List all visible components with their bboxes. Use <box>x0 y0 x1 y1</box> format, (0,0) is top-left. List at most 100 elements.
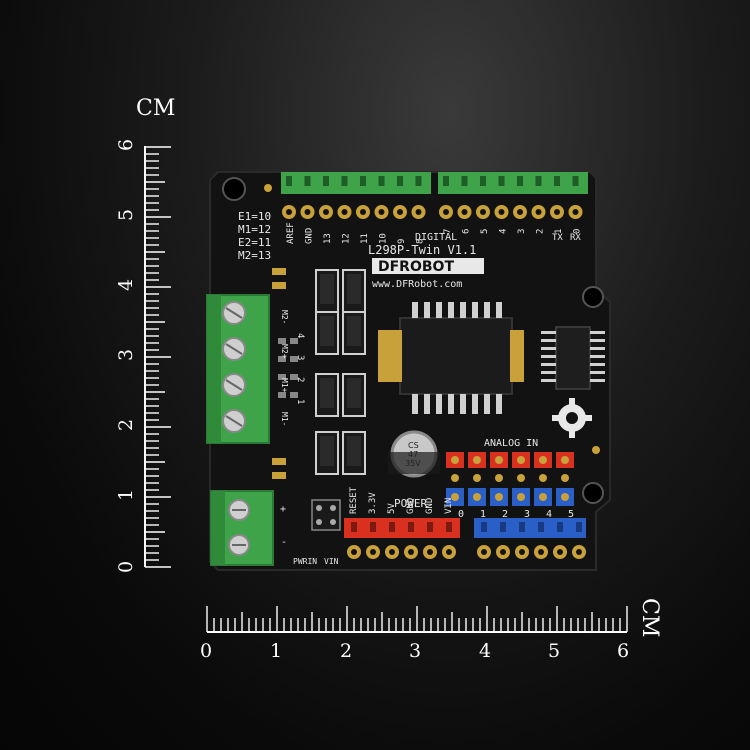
header-slot <box>538 522 544 532</box>
model-name: L298P-Twin V1.1 <box>368 243 476 257</box>
digital-pin-label: 5 <box>480 229 490 234</box>
jumper-pin <box>290 374 298 380</box>
pin-pad-hole <box>389 549 395 555</box>
digital-header-left <box>281 172 431 194</box>
screw-slot <box>225 415 243 427</box>
header-slots <box>286 176 579 186</box>
digital-pin-label: 8 <box>416 239 426 244</box>
l298p-chip <box>399 317 513 395</box>
chip-lead <box>424 302 430 318</box>
chip-lead <box>496 302 502 318</box>
pin-pad-hole <box>538 549 544 555</box>
header-slot <box>351 522 357 532</box>
ic-lead <box>541 363 556 366</box>
via-gold <box>592 446 600 454</box>
screw-slot <box>225 307 243 319</box>
hruler-num-1: 1 <box>270 640 283 662</box>
chip-lead <box>484 302 490 318</box>
hruler-num-4: 4 <box>479 640 492 662</box>
motor-side-number: 4 <box>295 333 305 338</box>
ic-lead <box>541 371 556 374</box>
power-pin-label: RESET <box>349 486 359 514</box>
vertical-ruler-ticks <box>144 146 171 568</box>
ic-lead <box>590 355 605 358</box>
header-slot <box>397 176 403 186</box>
ic-leads <box>541 331 605 382</box>
pin-pad <box>451 474 459 482</box>
digital-pin-label: 7 <box>443 229 453 234</box>
capacitor-text-2: 47 <box>408 450 418 459</box>
power-pin-label: GND <box>406 498 416 514</box>
motor-jumper-pins <box>278 338 298 398</box>
ic-lead <box>590 379 605 382</box>
motor-label: M2- <box>280 310 289 324</box>
power-pin-label: VIN <box>444 498 454 514</box>
digital-pin-label: 0 <box>573 229 583 234</box>
chip-lead <box>472 394 478 414</box>
jumper-pin <box>278 338 286 344</box>
rx-label: RX <box>570 233 581 243</box>
led <box>272 282 286 289</box>
power-in-vin: VIN <box>324 557 339 566</box>
digital-pin-label: 12 <box>342 233 352 244</box>
header-slot <box>341 176 348 186</box>
smd-diode-body <box>347 378 361 408</box>
smd-diode-array <box>315 269 366 475</box>
via-gold <box>264 184 272 192</box>
pin-pad-hole <box>323 209 329 215</box>
vertical-ruler-unit: CM <box>136 96 176 121</box>
smd-diode-body <box>320 274 334 304</box>
led <box>272 472 286 479</box>
jumper-pin <box>278 392 286 398</box>
jumper-pin <box>278 374 286 380</box>
analog-pin-label: 3 <box>524 509 530 520</box>
capacitor-base <box>388 452 440 474</box>
ic-lead <box>541 355 556 358</box>
pin-pad <box>473 493 481 501</box>
header-slot <box>408 522 414 532</box>
pin-pad-hole <box>341 209 348 215</box>
header-slot <box>286 176 292 186</box>
pin-pad-hole <box>351 549 357 555</box>
pin-pad-hole <box>360 209 366 215</box>
pin-pad-hole <box>443 209 449 215</box>
digital-pin-label: 6 <box>462 229 472 234</box>
power-jumper <box>311 499 341 531</box>
digital-pin-label: 13 <box>323 233 333 244</box>
digital-header-label: DIGITAL <box>415 232 457 243</box>
analog-pin-label: 1 <box>480 509 486 520</box>
pin-pad <box>451 493 459 501</box>
digital-pin-label: 11 <box>360 233 370 244</box>
mounting-hole <box>582 482 604 504</box>
power-in-pwrin: PWRIN <box>293 557 317 566</box>
header-slot <box>517 176 523 186</box>
ic-lead <box>590 347 605 350</box>
digital-pin-label: GND <box>305 228 315 244</box>
motor-side-number: 3 <box>295 355 305 360</box>
ic-lead <box>541 331 556 334</box>
chip-lead <box>484 394 490 414</box>
digital-pin-label: 1 <box>554 229 564 234</box>
screw-slot <box>225 379 243 391</box>
ic-lead <box>590 371 605 374</box>
header-slot <box>576 522 582 532</box>
pin-pad <box>539 456 547 464</box>
chip-leads <box>412 302 502 414</box>
pin-pad <box>561 456 569 464</box>
digital-pin-label: 4 <box>499 229 509 234</box>
header-slot <box>519 522 525 532</box>
power-header-label: POWER <box>394 497 427 510</box>
pin-pad <box>561 474 569 482</box>
header-slot <box>554 176 560 186</box>
header-slot <box>535 176 542 186</box>
tx-label: TX <box>552 233 563 243</box>
led <box>272 458 286 465</box>
ic-lead <box>590 331 605 334</box>
header-slot <box>427 522 433 532</box>
analog-header <box>474 518 586 538</box>
motor-side-number: 2 <box>295 377 305 382</box>
pin-pad-hole <box>535 209 542 215</box>
hruler-num-5: 5 <box>548 640 561 662</box>
hruler-num-0: 0 <box>200 640 213 662</box>
jumper-pin <box>278 356 286 362</box>
